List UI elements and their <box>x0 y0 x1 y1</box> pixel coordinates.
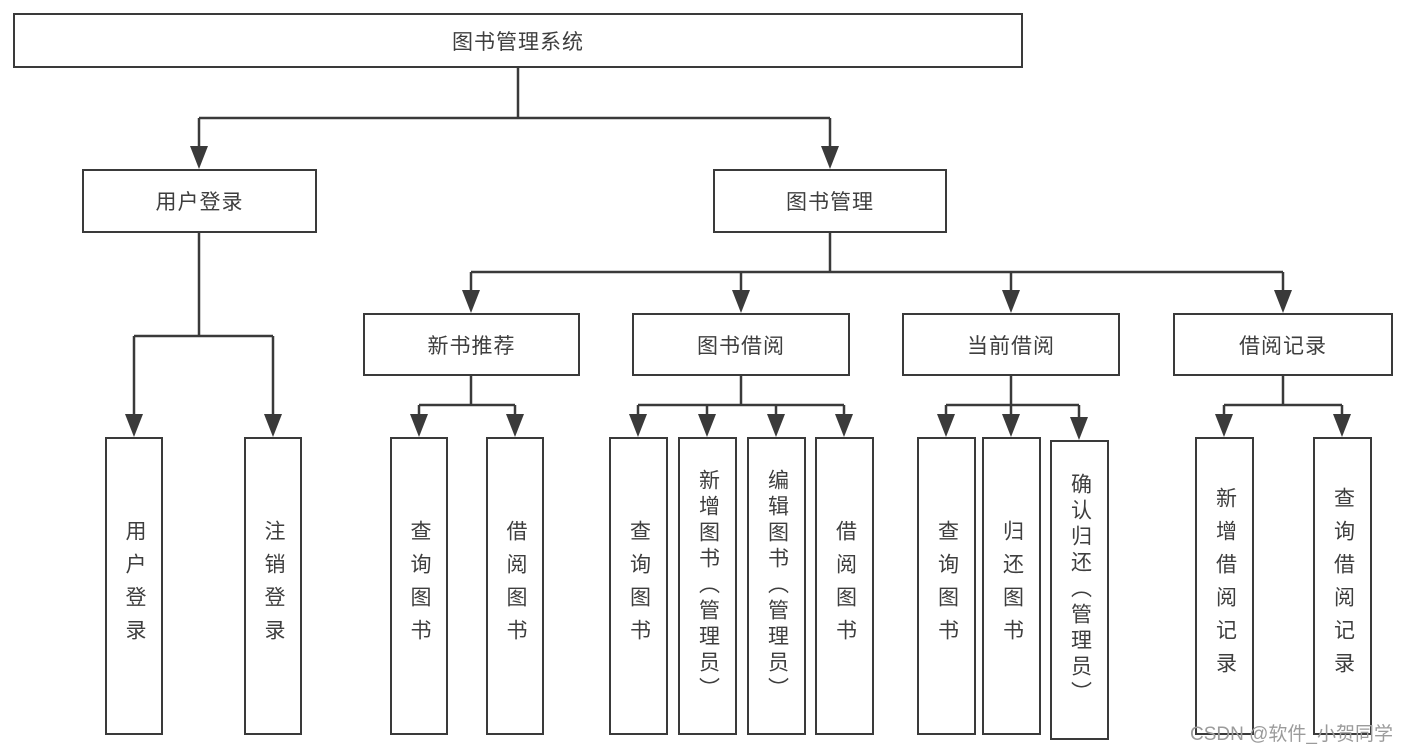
node-label: 借阅图书 <box>504 520 527 652</box>
node-label: 用户登录 <box>123 520 146 652</box>
leaf-query-books: 查询图书 <box>917 437 976 735</box>
leaf-borrow-books: 借阅图书 <box>815 437 874 735</box>
leaf-user-login: 用户登录 <box>105 437 163 735</box>
node-current-borrowing: 当前借阅 <box>902 313 1120 376</box>
node-label: 借阅图书 <box>833 520 857 652</box>
node-label: 新书推荐 <box>427 334 516 358</box>
node-label: 确认归还（管理员） <box>1068 473 1092 707</box>
leaf-query-books: 查询图书 <box>390 437 448 735</box>
leaf-add-books-admin: 新增图书（管理员） <box>678 437 737 735</box>
node-book-borrowing: 图书借阅 <box>632 313 850 376</box>
node-label: 编辑图书（管理员） <box>765 469 789 703</box>
node-label: 查询图书 <box>935 520 959 652</box>
leaf-return-books: 归还图书 <box>982 437 1041 735</box>
node-borrowing-records: 借阅记录 <box>1173 313 1393 376</box>
node-label: 图书管理 <box>786 191 874 214</box>
node-label: 注销登录 <box>262 520 285 652</box>
node-label: 查询图书 <box>408 520 431 652</box>
leaf-edit-books-admin: 编辑图书（管理员） <box>747 437 806 735</box>
leaf-query-books: 查询图书 <box>609 437 668 735</box>
node-label: 图书管理系统 <box>452 30 584 54</box>
node-book-management: 图书管理 <box>713 169 947 233</box>
node-label: 用户登录 <box>155 191 244 214</box>
node-label: 查询借阅记录 <box>1331 487 1355 685</box>
node-label: 新增图书（管理员） <box>696 469 720 703</box>
node-label: 归还图书 <box>1000 520 1024 652</box>
leaf-query-borrow-record: 查询借阅记录 <box>1313 437 1372 735</box>
node-label: 借阅记录 <box>1239 334 1327 358</box>
node-label: 当前借阅 <box>967 334 1055 358</box>
leaf-add-borrow-record: 新增借阅记录 <box>1195 437 1254 735</box>
node-user-login: 用户登录 <box>82 169 317 233</box>
node-library-management-system: 图书管理系统 <box>13 13 1023 68</box>
node-label: 图书借阅 <box>697 334 785 358</box>
node-new-book-recommendation: 新书推荐 <box>363 313 580 376</box>
leaf-logout: 注销登录 <box>244 437 302 735</box>
node-label: 查询图书 <box>627 520 651 652</box>
csdn-watermark: CSDN @软件_小贺同学 <box>1190 724 1393 745</box>
leaf-borrow-books: 借阅图书 <box>486 437 544 735</box>
leaf-confirm-return-admin: 确认归还（管理员） <box>1050 440 1109 740</box>
node-label: 新增借阅记录 <box>1213 487 1237 685</box>
